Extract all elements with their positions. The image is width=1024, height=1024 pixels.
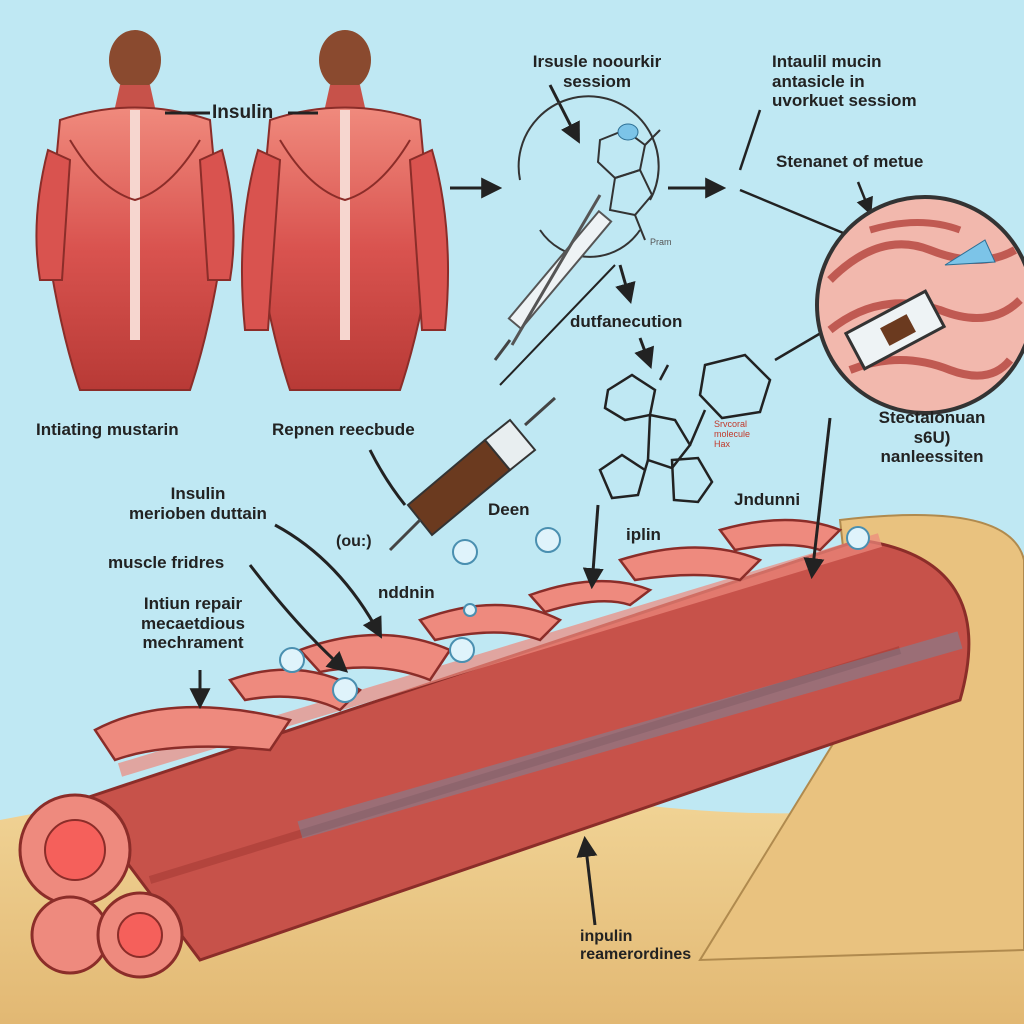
bubble-icon — [617, 123, 639, 141]
arrow-icon — [248, 564, 349, 673]
muscle-figure-left — [35, 30, 235, 391]
bubble-icon — [279, 526, 870, 703]
arrow-icon — [274, 523, 382, 639]
label-intiun-repair: Intiun repair mecaetdious mechrament — [141, 594, 245, 653]
muscle-figure-right — [240, 30, 450, 391]
arrow-icon — [576, 835, 598, 926]
arrow-icon — [739, 188, 861, 242]
label-dutfanecution: dutfanecution — [570, 312, 683, 331]
label-stenanet: Stenanet of metue — [776, 152, 924, 171]
label-deen: Deen — [488, 500, 530, 519]
label-out: (ou:) — [336, 533, 372, 550]
arrow-icon — [548, 84, 580, 144]
arrow-icon — [499, 264, 616, 386]
syringe-icon — [388, 396, 557, 552]
label-fig-red: Srvcoral molecule Hax — [714, 419, 751, 449]
arrow-icon — [582, 504, 604, 590]
label-insulin-top: Insulin — [212, 102, 274, 123]
arrow-icon — [368, 449, 407, 506]
label-repnen: Repnen reecbude — [272, 420, 415, 439]
label-initiating: Intiating mustarin — [36, 420, 179, 439]
label-insulin-muscin: Intaulil mucin antasicle in uvorkuet ses… — [772, 52, 917, 111]
label-jndunni: Jndunni — [734, 490, 801, 509]
label-insulin-session: Irsusle noourkir sessiom — [532, 52, 662, 91]
label-nddnin: nddnin — [378, 583, 435, 602]
fiber-ends — [18, 793, 184, 979]
label-insulin-merioben: Insulin merioben duttain — [129, 484, 267, 523]
label-iplin: iplin — [626, 525, 661, 544]
arrow-icon — [738, 109, 762, 171]
label-stectalonuan: Stectalonuan s6U) nanleessiten — [878, 408, 986, 467]
arrow-icon — [634, 337, 655, 369]
syringe-icon — [493, 194, 613, 361]
molecule-icon — [517, 95, 661, 258]
arrow-icon — [803, 417, 832, 580]
label-muscle-fridres: muscle fridres — [108, 553, 225, 572]
label-fig-gray: Pram — [650, 237, 672, 247]
label-inpulin: inpulin reamerordines — [580, 928, 692, 964]
arrow-icon — [856, 181, 873, 216]
magnifier-icon — [815, 195, 1024, 415]
molecule-icon — [598, 353, 772, 504]
arrow-icon — [615, 264, 636, 305]
